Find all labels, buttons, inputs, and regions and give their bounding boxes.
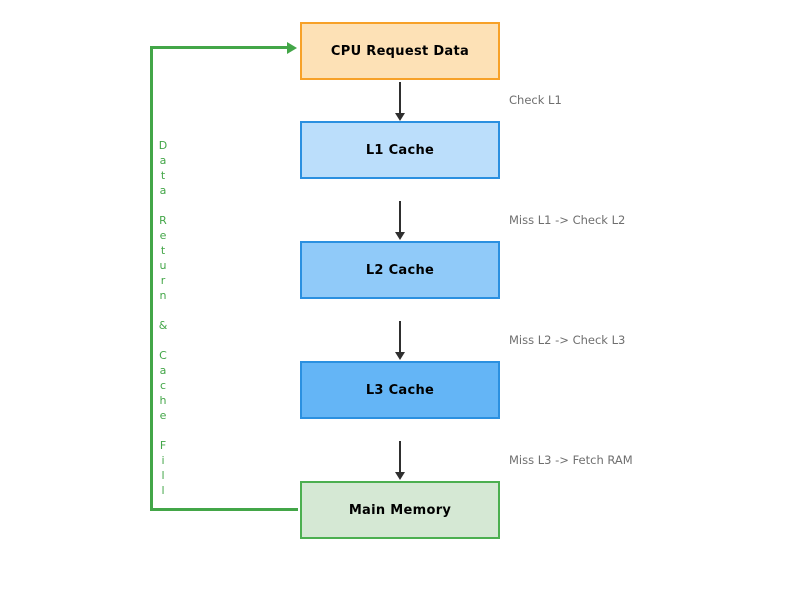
down-arrow-icon-l3-to-ram [395, 441, 405, 480]
return-path-top-segment [150, 46, 287, 49]
arrowhead-icon [395, 232, 405, 240]
node-l2-cache: L2 Cache [300, 241, 500, 299]
return-path-vertical-segment [150, 46, 153, 511]
edge-label-check-l1: Check L1 [509, 93, 562, 107]
return-path-label: D a t a R e t u r n & C a c h e F i l l [158, 139, 168, 497]
node-main-memory: Main Memory [300, 481, 500, 539]
return-arrowhead-icon [287, 41, 297, 54]
edge-label-miss-l1: Miss L1 -> Check L2 [509, 213, 626, 227]
down-arrow-icon-cpu-to-l1 [395, 82, 405, 121]
edge-label-miss-l3: Miss L3 -> Fetch RAM [509, 453, 633, 467]
return-path-bottom-segment [150, 508, 298, 511]
node-label-l3-cache: L3 Cache [365, 382, 435, 398]
node-label-l2-cache: L2 Cache [365, 262, 435, 278]
node-label-cpu-request-data: CPU Request Data [330, 43, 470, 59]
arrowhead-icon [395, 352, 405, 360]
node-l3-cache: L3 Cache [300, 361, 500, 419]
node-label-main-memory: Main Memory [348, 502, 452, 518]
node-l1-cache: L1 Cache [300, 121, 500, 179]
node-label-l1-cache: L1 Cache [365, 142, 435, 158]
arrowhead-icon [395, 472, 405, 480]
down-arrow-icon-l1-to-l2 [395, 201, 405, 240]
down-arrow-icon-l2-to-l3 [395, 321, 405, 360]
arrowhead-icon [395, 113, 405, 121]
edge-label-miss-l2: Miss L2 -> Check L3 [509, 333, 626, 347]
node-cpu-request-data: CPU Request Data [300, 22, 500, 80]
